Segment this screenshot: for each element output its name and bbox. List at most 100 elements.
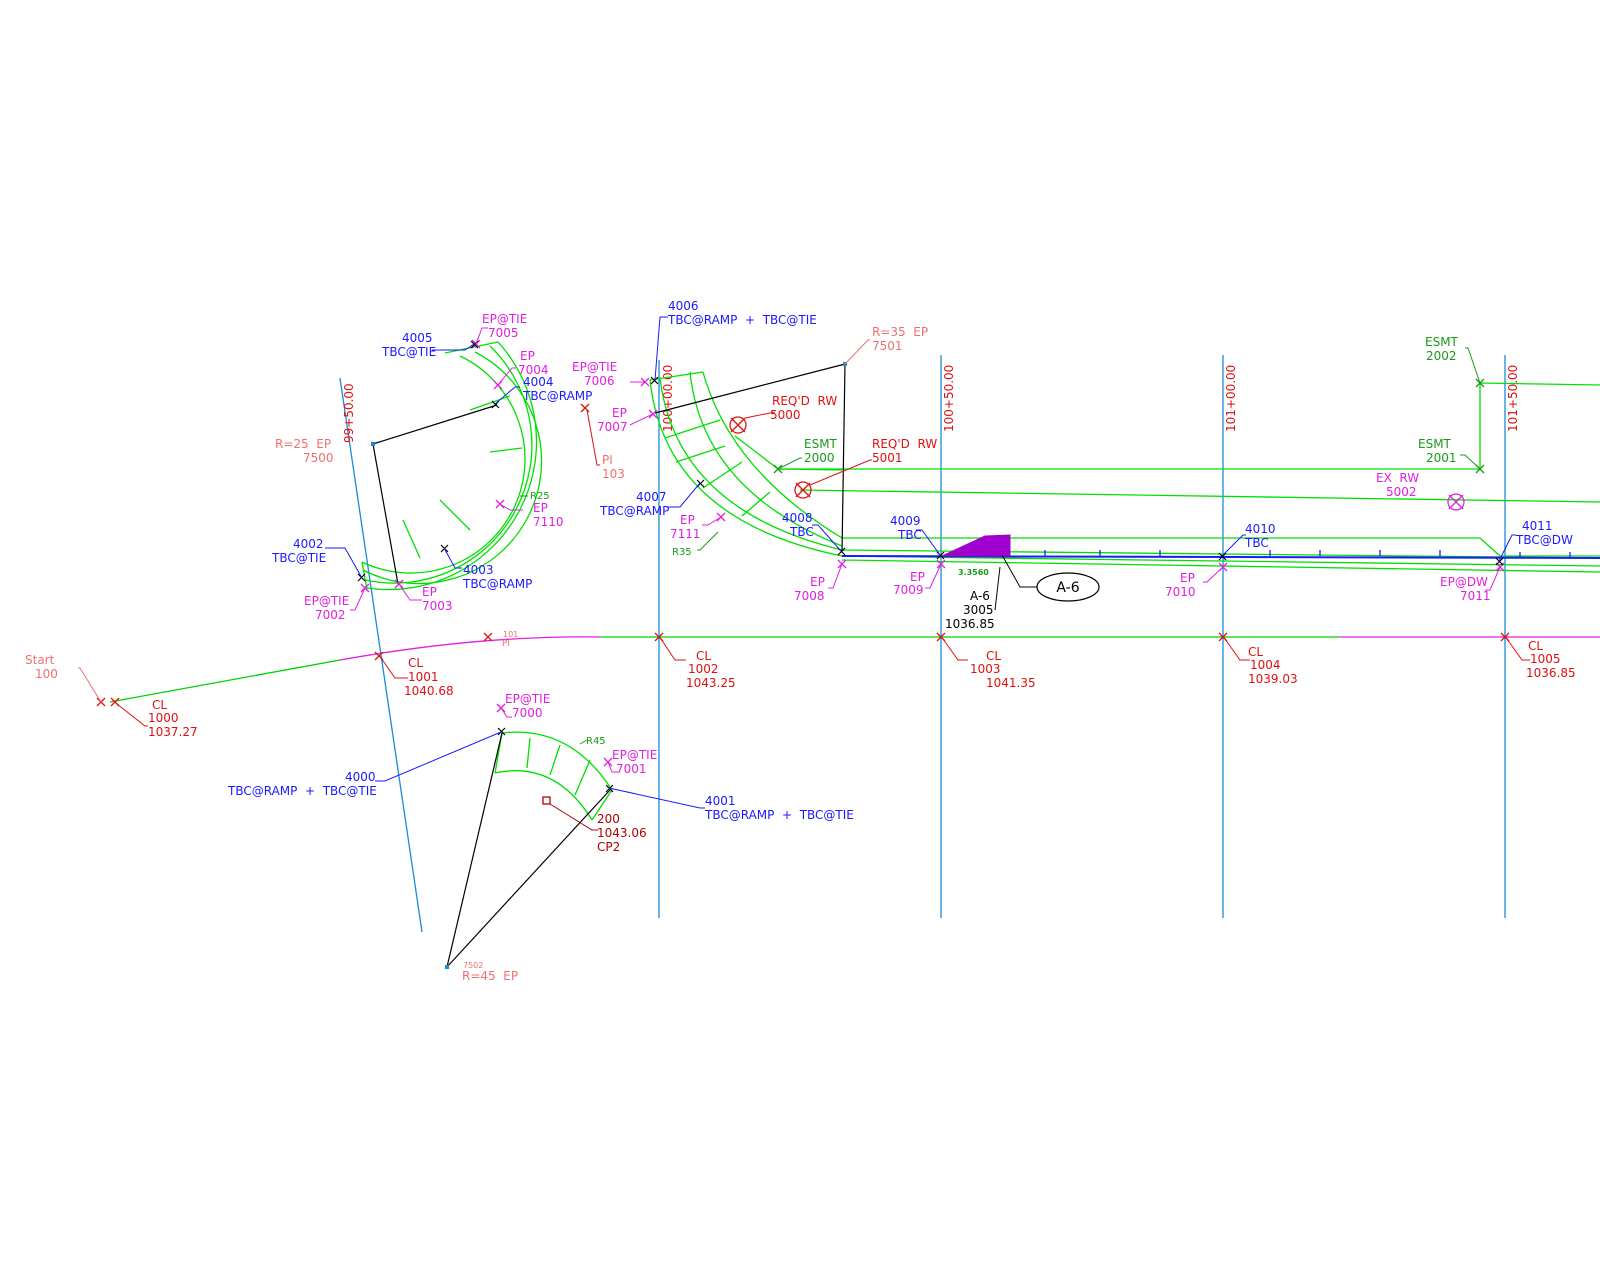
start-label: Start — [25, 653, 55, 667]
radius-7501-num: 7501 — [872, 339, 903, 353]
cl-1000-num: 1000 — [148, 711, 179, 725]
curb-4002-desc: TBC@TIE — [271, 551, 326, 565]
leader — [350, 587, 366, 611]
ramp-r45-outer — [501, 731, 613, 791]
ramp-r25-panel — [469, 395, 511, 411]
cl-1000-label: CL — [152, 698, 167, 712]
cl-1003-elev: 1041.35 — [986, 676, 1036, 690]
radius-7500-desc: R=25 EP — [275, 437, 331, 451]
ep-7004-desc: EP — [520, 349, 535, 363]
ep-7001-num: 7001 — [616, 762, 647, 776]
ramp-a6-label: A-6 — [970, 589, 990, 603]
ramp-a6-point-leader — [994, 566, 1001, 611]
ep-7005-desc: EP@TIE — [482, 312, 527, 326]
ep-line-e — [841, 559, 1600, 573]
pi-103-num: 103 — [602, 467, 625, 481]
leader — [702, 516, 722, 526]
station-label-101-00: 101+00.00 — [1224, 365, 1238, 432]
curb-4005-desc: TBC@TIE — [381, 345, 436, 359]
ep-line-a — [799, 489, 1600, 503]
leader — [828, 563, 843, 589]
ramp-r35-panel — [741, 491, 771, 517]
row-x — [730, 417, 746, 433]
ep-7004-num: 7004 — [518, 363, 549, 377]
curb-4009-num: 4009 — [890, 514, 921, 528]
ep-7011-desc: EP@DW — [1440, 575, 1488, 589]
curb-4009-desc: TBC — [897, 528, 922, 542]
ramp-r45-inner — [494, 770, 593, 821]
ep-7000-num: 7000 — [512, 706, 543, 720]
curb-4000-desc: TBC@RAMP + TBC@TIE — [227, 784, 377, 798]
pi-103-label: PI — [602, 453, 613, 467]
radius-line — [841, 363, 846, 553]
ramp-a6-elev: 1036.85 — [945, 617, 995, 631]
centerline-curve — [339, 636, 601, 661]
leader — [500, 707, 512, 718]
leader — [443, 547, 462, 569]
ep-7008-desc: EP — [810, 575, 825, 589]
curb-4001-desc: TBC@RAMP + TBC@TIE — [704, 808, 854, 822]
ep-line-d — [841, 555, 1600, 567]
ramp-r45-panel — [574, 759, 591, 796]
radius-point — [371, 442, 375, 446]
ramp-r25-outer — [366, 341, 538, 591]
curb-4011-desc: TBC@DW — [1515, 533, 1573, 547]
row-circle-5001 — [794, 481, 812, 499]
cl-1005-label: CL — [1528, 639, 1543, 653]
ramp-r45-panel — [549, 744, 561, 776]
ramp-r35-end — [649, 371, 704, 381]
radius-7500-num: 7500 — [303, 451, 334, 465]
leader — [1221, 534, 1246, 557]
radius-line — [372, 404, 498, 445]
ramp-r35-panel — [702, 461, 743, 489]
curb-4004-num: 4004 — [523, 375, 554, 389]
point-marker — [497, 727, 506, 736]
ep-7006-desc: EP@TIE — [572, 360, 617, 374]
ramp-r25-radius-lines — [372, 404, 498, 585]
ep-7007-num: 7007 — [597, 420, 628, 434]
ramp-a6-leader — [1001, 554, 1037, 588]
leader — [667, 482, 701, 508]
ep-7110-num: 7110 — [533, 515, 564, 529]
centerline-alignment — [109, 636, 1600, 703]
curb-4003-num: 4003 — [463, 563, 494, 577]
ramp-r45-end-b — [591, 789, 613, 821]
ep-7001-desc: EP@TIE — [612, 748, 657, 762]
row-5001-desc: REQ'D RW — [872, 437, 937, 451]
start-num: 100 — [35, 667, 58, 681]
ep-7003-desc: EP — [422, 585, 437, 599]
leader — [629, 413, 654, 426]
leader — [777, 457, 802, 470]
ramp-r25-panel — [489, 447, 523, 453]
ramp-r25-mid — [364, 345, 533, 584]
leader — [432, 343, 475, 351]
leader — [78, 667, 102, 703]
leader — [475, 327, 488, 345]
cl-1003-num: 1003 — [970, 662, 1001, 676]
curb-4007-num: 4007 — [636, 490, 667, 504]
row-5002-num: 5002 — [1386, 485, 1417, 499]
leader — [499, 503, 523, 511]
cp-elev: 1043.06 — [597, 826, 647, 840]
red-leaders — [116, 409, 1530, 727]
magenta-leaders — [350, 327, 1501, 773]
ramp-a6-slope: 3.3560 — [958, 568, 989, 577]
curb-4004-desc: TBC@RAMP — [522, 389, 592, 403]
curb-4001-num: 4001 — [705, 794, 736, 808]
leader — [380, 657, 408, 679]
curb-4010-desc: TBC — [1244, 536, 1269, 550]
leader — [809, 459, 872, 486]
ep-7000-desc: EP@TIE — [505, 692, 550, 706]
cl-1004-elev: 1039.03 — [1248, 672, 1298, 686]
point-marker — [650, 376, 659, 385]
ramp-r35-inner — [689, 371, 843, 547]
row-circle-5002 — [1447, 493, 1465, 511]
curb-4007-desc: TBC@RAMP — [599, 504, 669, 518]
radius-line — [446, 789, 611, 968]
cp-name: CP2 — [597, 840, 620, 854]
ep-7010-num: 7010 — [1165, 585, 1196, 599]
curb-4003-desc: TBC@RAMP — [462, 577, 532, 591]
leader — [925, 563, 942, 589]
ep-7111-desc: EP — [680, 513, 695, 527]
point-marker — [1218, 552, 1227, 561]
